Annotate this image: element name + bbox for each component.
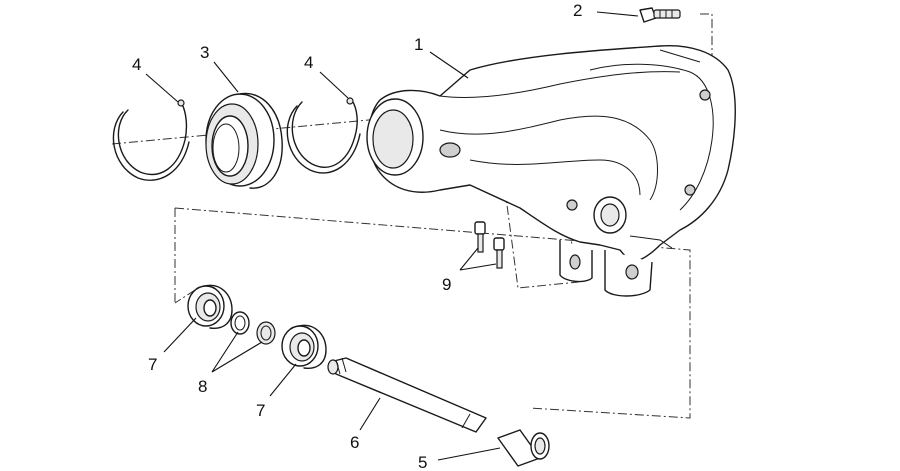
- callout-7-left: 7: [148, 355, 157, 374]
- callout-6: 6: [350, 433, 359, 452]
- leader-lines: [145, 11, 639, 461]
- callout-labels: 1 2 3 4 4 9 7 8 7 6 5: [132, 1, 582, 471]
- screws: [474, 221, 505, 269]
- callout-9: 9: [442, 275, 451, 294]
- callout-5: 5: [418, 453, 427, 471]
- bearing-right: [281, 324, 327, 369]
- swingarm: [366, 45, 736, 297]
- bearing-left: [187, 284, 233, 329]
- snap-ring-left: [112, 99, 190, 181]
- callout-4-left: 4: [132, 55, 141, 74]
- seal-ring: [205, 92, 283, 189]
- callout-8: 8: [198, 377, 207, 396]
- callout-1: 1: [414, 35, 423, 54]
- callout-3: 3: [200, 43, 209, 62]
- pivot-shaft: [327, 357, 487, 433]
- snap-ring-right: [286, 97, 361, 174]
- adjuster-nut: [497, 429, 550, 467]
- callout-7-right: 7: [256, 401, 265, 420]
- callout-4-right: 4: [304, 53, 313, 72]
- callout-2: 2: [573, 1, 582, 20]
- bolt-top: [639, 7, 681, 23]
- spacer-rings: [230, 311, 276, 345]
